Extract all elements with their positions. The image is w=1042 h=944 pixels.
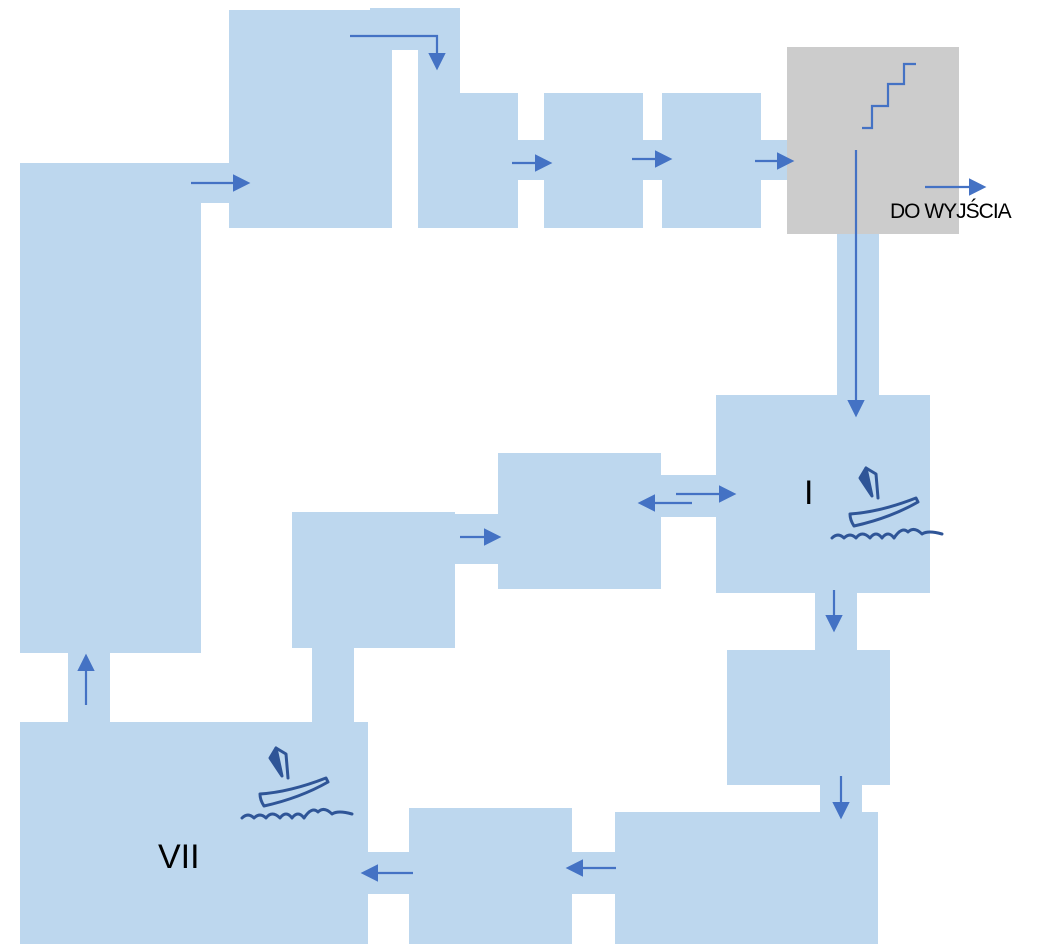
room-i-label: I	[804, 474, 814, 512]
room-left-middle	[292, 512, 455, 648]
stairs-icon	[862, 62, 916, 130]
connector-vii-up	[312, 645, 354, 725]
staircase	[787, 47, 959, 234]
corridor-stairs-down	[837, 226, 879, 401]
room-vii-label: VII	[158, 838, 200, 876]
room-top-2	[544, 93, 643, 228]
connector-middle	[655, 475, 721, 517]
room-vii	[20, 722, 368, 944]
room-i	[716, 395, 930, 593]
room-bottom-middle	[409, 808, 572, 944]
room-right-lower	[727, 650, 890, 785]
room-top-left	[229, 10, 392, 228]
room-bottom-right	[615, 812, 878, 944]
boat-icon	[830, 466, 944, 540]
boat-icon	[240, 746, 354, 820]
room-top-1	[418, 93, 518, 228]
room-top-3	[662, 93, 761, 228]
room-long-corridor-left	[20, 163, 201, 653]
exit-label: DO WYJŚCIA	[890, 200, 1012, 223]
room-middle	[498, 453, 661, 589]
arrow-top-bend	[350, 34, 446, 71]
